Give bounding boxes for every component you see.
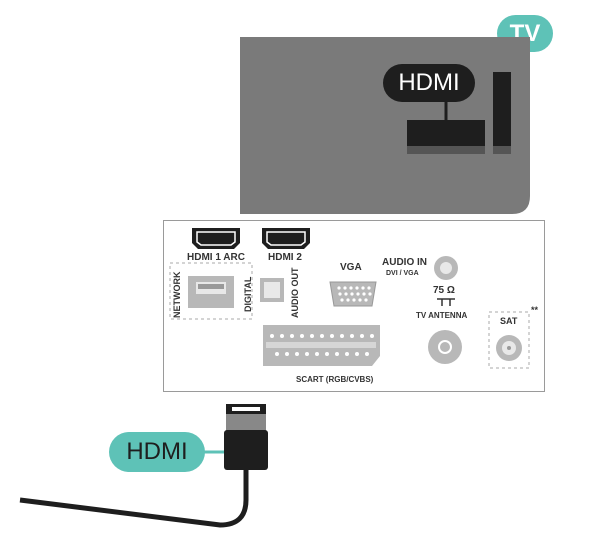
tv-antenna-port-icon: [428, 330, 462, 364]
tv-hdmi-text: HDMI: [398, 69, 460, 96]
audio-in-sub-label: DVI / VGA: [386, 270, 419, 277]
hdmi1-label: HDMI 1 ARC: [187, 252, 245, 263]
sat-group: [488, 311, 530, 369]
audio-in-label: AUDIO IN: [382, 257, 427, 268]
tv-hdmi-label: HDMI: [383, 64, 475, 102]
vga-label: VGA: [340, 262, 362, 273]
scart-label: SCART (RGB/CVBS): [296, 375, 374, 384]
hdmi1-port-icon: [192, 228, 240, 249]
network-group: [169, 262, 253, 320]
sat-mark: **: [531, 305, 539, 315]
tv-antenna-label: TV ANTENNA: [416, 311, 468, 320]
ohm-label: 75 Ω: [433, 285, 455, 296]
cable-hdmi-label: HDMI: [109, 432, 205, 472]
sat-label: SAT: [500, 316, 518, 326]
hdmi2-port-icon: [262, 228, 310, 249]
hdmi2-label: HDMI 2: [268, 252, 302, 263]
cable-hdmi-text: HDMI: [126, 438, 188, 465]
